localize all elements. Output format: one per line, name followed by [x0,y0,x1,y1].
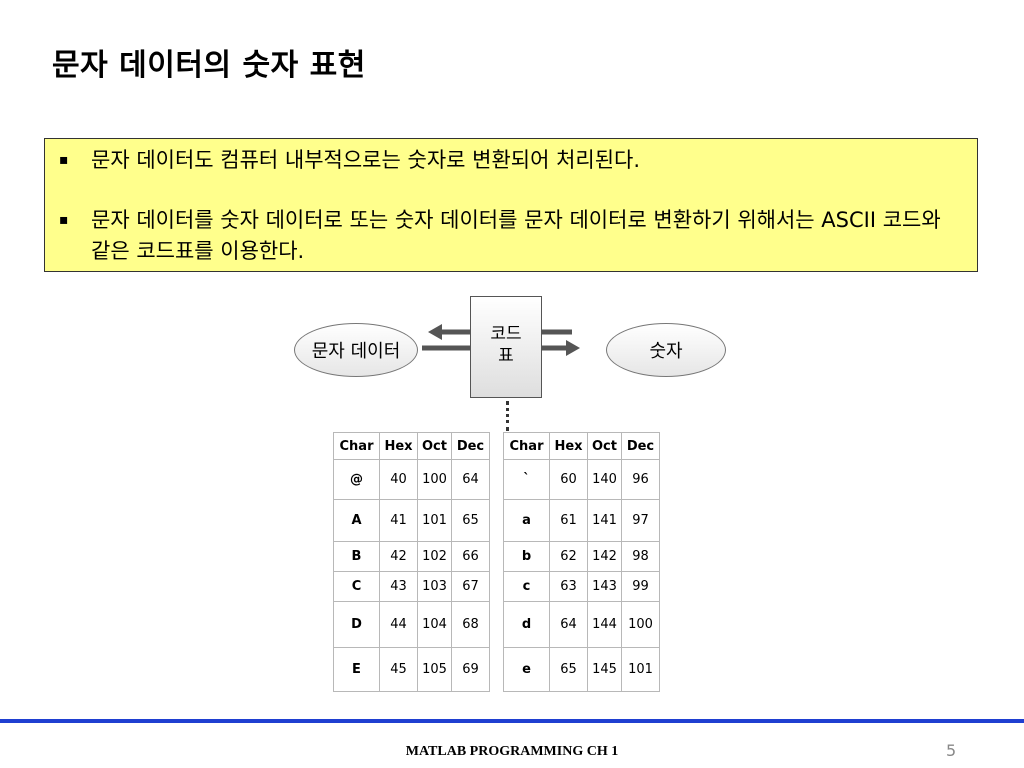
table-cell: 144 [587,601,622,648]
table-cell: 99 [621,571,660,602]
table-cell: 100 [621,601,660,648]
table-cell: 60 [549,459,588,500]
table-cell: B [333,541,380,572]
square-bullet-icon: ▪ [59,152,69,168]
table-cell: 66 [451,541,490,572]
column-gap [489,432,504,460]
table-cell: 63 [549,571,588,602]
header-cell: Oct [417,432,452,460]
table-cell: 64 [451,459,490,500]
table-cell: 102 [417,541,452,572]
code-table-line1: 코드 [490,324,522,344]
header-cell: Dec [621,432,660,460]
table-cell: 69 [451,647,490,692]
table-cell: 41 [379,499,418,542]
table-cell: 98 [621,541,660,572]
header-cell: Char [333,432,380,460]
table-cell: a [503,499,550,542]
table-cell: d [503,601,550,648]
table-cell: 43 [379,571,418,602]
header-cell: Char [503,432,550,460]
column-gap [489,459,504,500]
table-cell: 44 [379,601,418,648]
footer-divider [0,719,1024,723]
table-cell: A [333,499,380,542]
table-cell: 42 [379,541,418,572]
table-cell: 62 [549,541,588,572]
table-cell: 103 [417,571,452,602]
footer-title: MATLAB PROGRAMMING CH 1 [405,744,619,759]
table-cell: 45 [379,647,418,692]
table-cell: 142 [587,541,622,572]
column-gap [489,601,504,648]
page-number: 5 [946,741,957,760]
table-cell: 101 [417,499,452,542]
table-cell: 97 [621,499,660,542]
arrows-graphic [422,324,580,356]
square-bullet-icon: ▪ [59,212,69,228]
header-cell: Oct [587,432,622,460]
table-cell: E [333,647,380,692]
table-cell: e [503,647,550,692]
table-cell: c [503,571,550,602]
table-cell: 141 [587,499,622,542]
column-gap [489,571,504,602]
left-arrow-head [428,324,442,340]
column-gap [489,499,504,542]
table-cell: 67 [451,571,490,602]
column-gap [489,647,504,692]
table-cell: 40 [379,459,418,500]
table-cell: 65 [451,499,490,542]
table-cell: 143 [587,571,622,602]
dotted-connector [506,401,509,431]
table-cell: 101 [621,647,660,692]
table-cell: b [503,541,550,572]
table-cell: 100 [417,459,452,500]
table-cell: 64 [549,601,588,648]
table-cell: 104 [417,601,452,648]
header-cell: Hex [379,432,418,460]
table-cell: 145 [587,647,622,692]
table-cell: 96 [621,459,660,500]
table-cell: 105 [417,647,452,692]
column-gap [489,541,504,572]
slide-title: 문자 데이터의 숫자 표현 [52,48,366,83]
code-table-box: 코드 표 [470,296,542,398]
number-oval: 숫자 [606,323,726,377]
bullet-text: 문자 데이터를 숫자 데이터로 또는 숫자 데이터를 문자 데이터로 변환하기 … [91,208,941,263]
table-cell: D [333,601,380,648]
table-cell: 68 [451,601,490,648]
table-cell: 65 [549,647,588,692]
conversion-diagram: 문자 데이터 코드 표 숫자 [290,293,740,433]
table-cell: ` [503,459,550,500]
table-cell: @ [333,459,380,500]
table-cell: 140 [587,459,622,500]
code-table-line2: 표 [498,346,514,366]
bullet-text: 문자 데이터도 컴퓨터 내부적으로는 숫자로 변환되어 처리된다. [91,148,641,172]
table-cell: C [333,571,380,602]
header-cell: Dec [451,432,490,460]
table-cell: 61 [549,499,588,542]
char-data-label: 문자 데이터 [311,341,401,362]
note-box: ▪ 문자 데이터도 컴퓨터 내부적으로는 숫자로 변환되어 처리된다. ▪ 문자… [44,138,978,272]
right-arrow-head [566,340,580,356]
number-label: 숫자 [649,341,683,362]
header-cell: Hex [549,432,588,460]
char-data-oval: 문자 데이터 [294,323,418,377]
